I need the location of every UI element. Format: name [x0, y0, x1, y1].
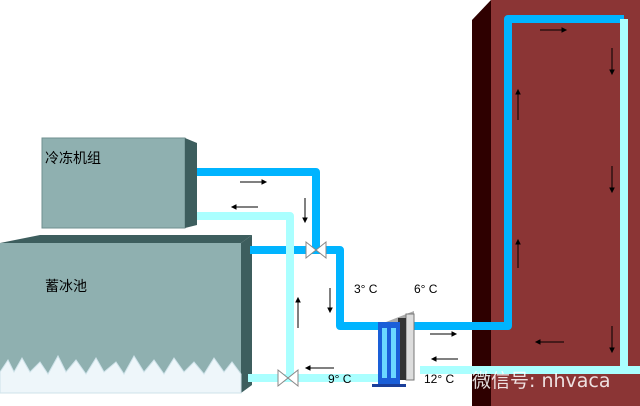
- chiller-unit: [41, 137, 197, 229]
- ice-tank: [0, 235, 252, 394]
- temp-label-6: 6° C: [414, 282, 438, 296]
- temp-label-12: 12° C: [424, 372, 455, 386]
- heat-exchanger: [372, 311, 415, 387]
- flow-arrows: [230, 27, 615, 371]
- valve-icon: [277, 240, 327, 388]
- building: [472, 0, 640, 406]
- watermark: 微信号: nhvaca: [472, 370, 611, 392]
- temp-label-3: 3° C: [354, 282, 378, 296]
- chiller-label: 冷冻机组: [45, 151, 101, 167]
- temp-label-9: 9° C: [328, 372, 352, 386]
- ice-tank-label: 蓄冰池: [45, 279, 87, 295]
